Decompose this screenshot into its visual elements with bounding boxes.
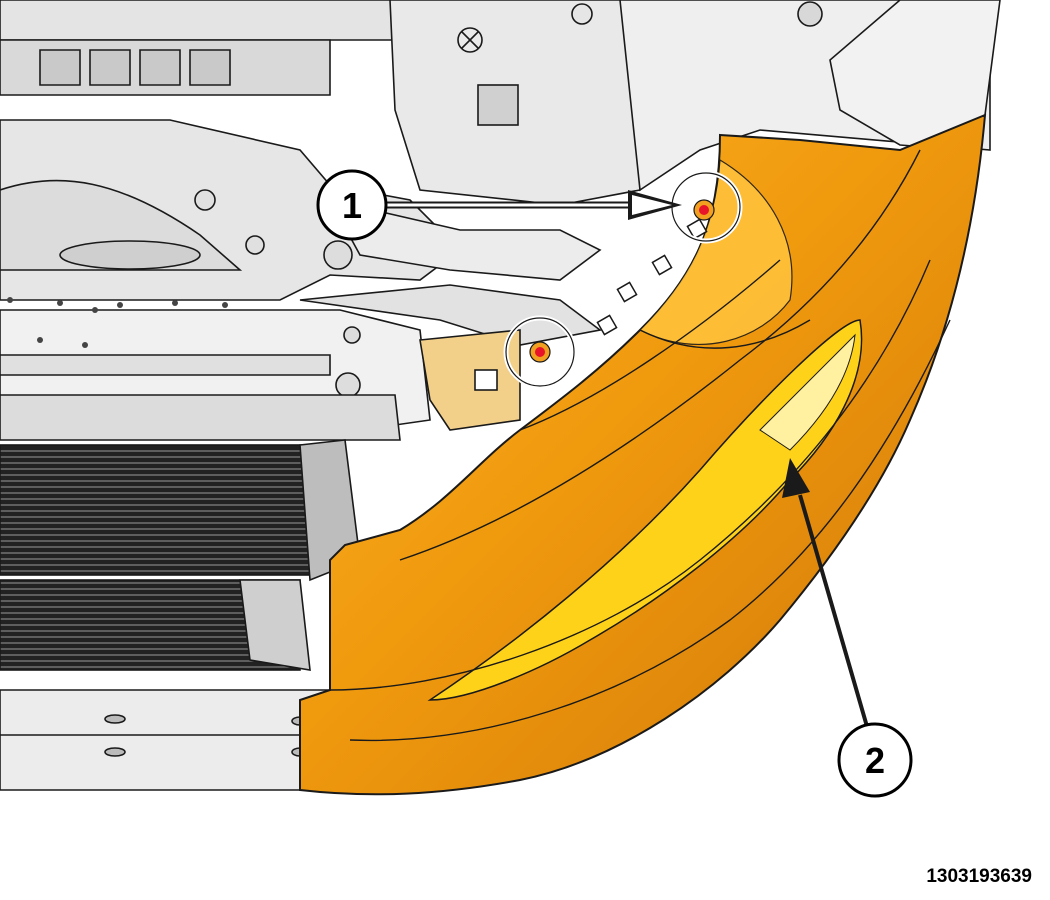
front-fascia xyxy=(299,0,1001,796)
callout-2: 2 xyxy=(782,458,913,798)
callout-1-label: 1 xyxy=(342,185,362,226)
callout-2-label: 2 xyxy=(865,740,885,781)
figure-id: 1303193639 xyxy=(926,866,1032,887)
fascia-mounting-tabs xyxy=(596,218,708,336)
fastener-lower xyxy=(503,315,577,389)
callout-1: 1 xyxy=(316,169,682,241)
engine-bay-structure xyxy=(0,0,991,791)
arrow-icon xyxy=(798,494,870,731)
